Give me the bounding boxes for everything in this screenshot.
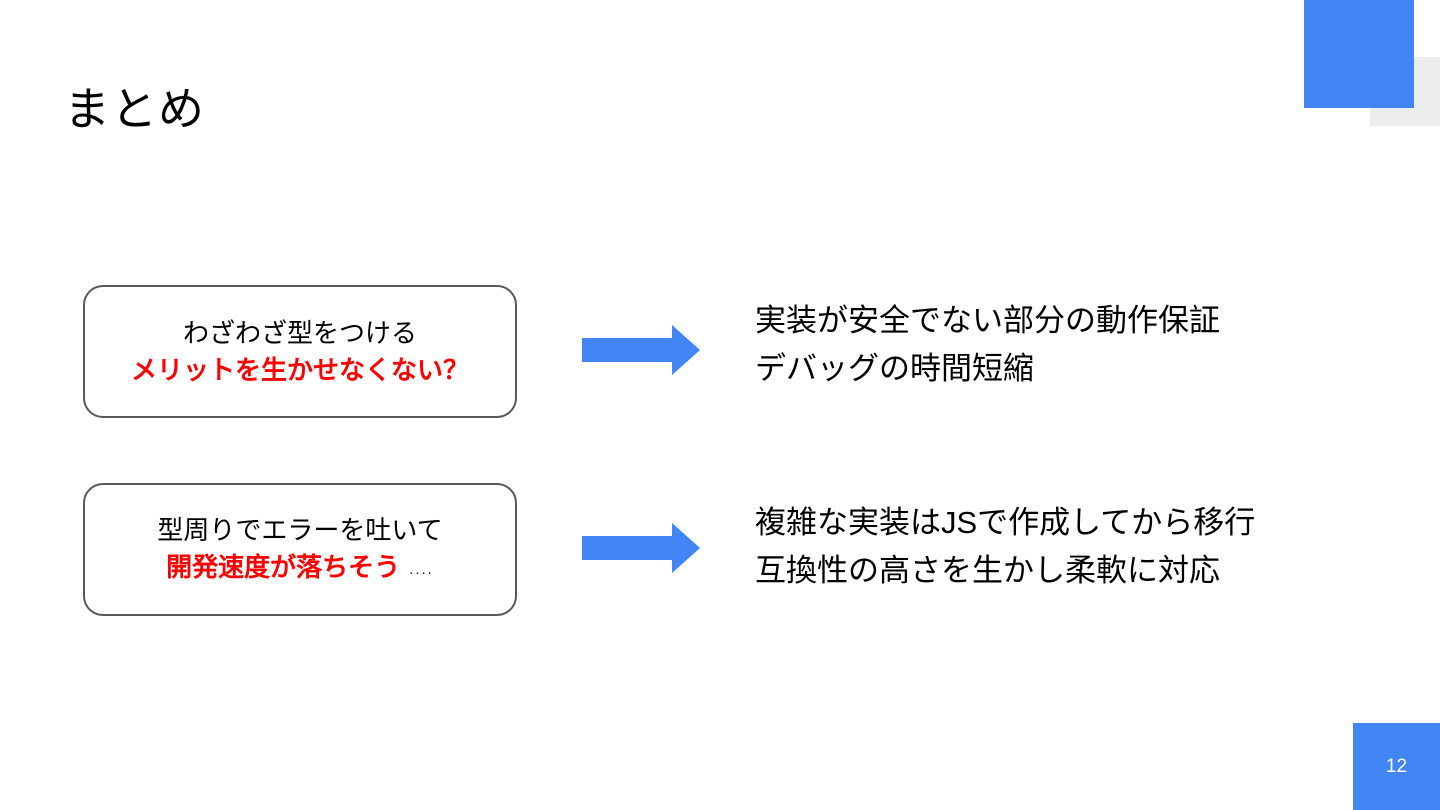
- page-number-badge: 12: [1353, 723, 1440, 810]
- result-line-2: 互換性の高さを生かし柔軟に対応: [755, 553, 1220, 588]
- callout-box-type-errors: 型周りでエラーを吐いて 開発速度が落ちそう....: [83, 483, 517, 616]
- result-line-1: 実装が安全でない部分の動作保証: [755, 303, 1220, 338]
- right-arrow-icon: [582, 325, 700, 375]
- slide-title: まとめ: [64, 83, 205, 135]
- result-line-2: デバッグの時間短縮: [755, 351, 1034, 386]
- ellipsis-text: ....: [409, 560, 434, 578]
- callout-box-typing-merit: わざわざ型をつける メリットを生かせなくない？: [83, 285, 517, 418]
- callout-line-primary: 型周りでエラーを吐いて: [157, 514, 443, 545]
- page-number: 12: [1385, 755, 1408, 777]
- highlight-text: 開発速度が落ちそう: [166, 551, 401, 582]
- right-arrow-icon: [582, 523, 700, 573]
- result-text-block: 複雑な実装はJSで作成してから移行 互換性の高さを生かし柔軟に対応: [755, 499, 1255, 595]
- callout-line-highlight: メリットを生かせなくない？: [130, 354, 469, 385]
- result-text-block: 実装が安全でない部分の動作保証 デバッグの時間短縮: [755, 297, 1220, 393]
- callout-line-primary: わざわざ型をつける: [182, 317, 417, 348]
- result-line-1: 複雑な実装はJSで作成してから移行: [755, 505, 1256, 540]
- callout-line-highlight: 開発速度が落ちそう....: [166, 549, 434, 588]
- corner-blue-square: [1304, 0, 1414, 108]
